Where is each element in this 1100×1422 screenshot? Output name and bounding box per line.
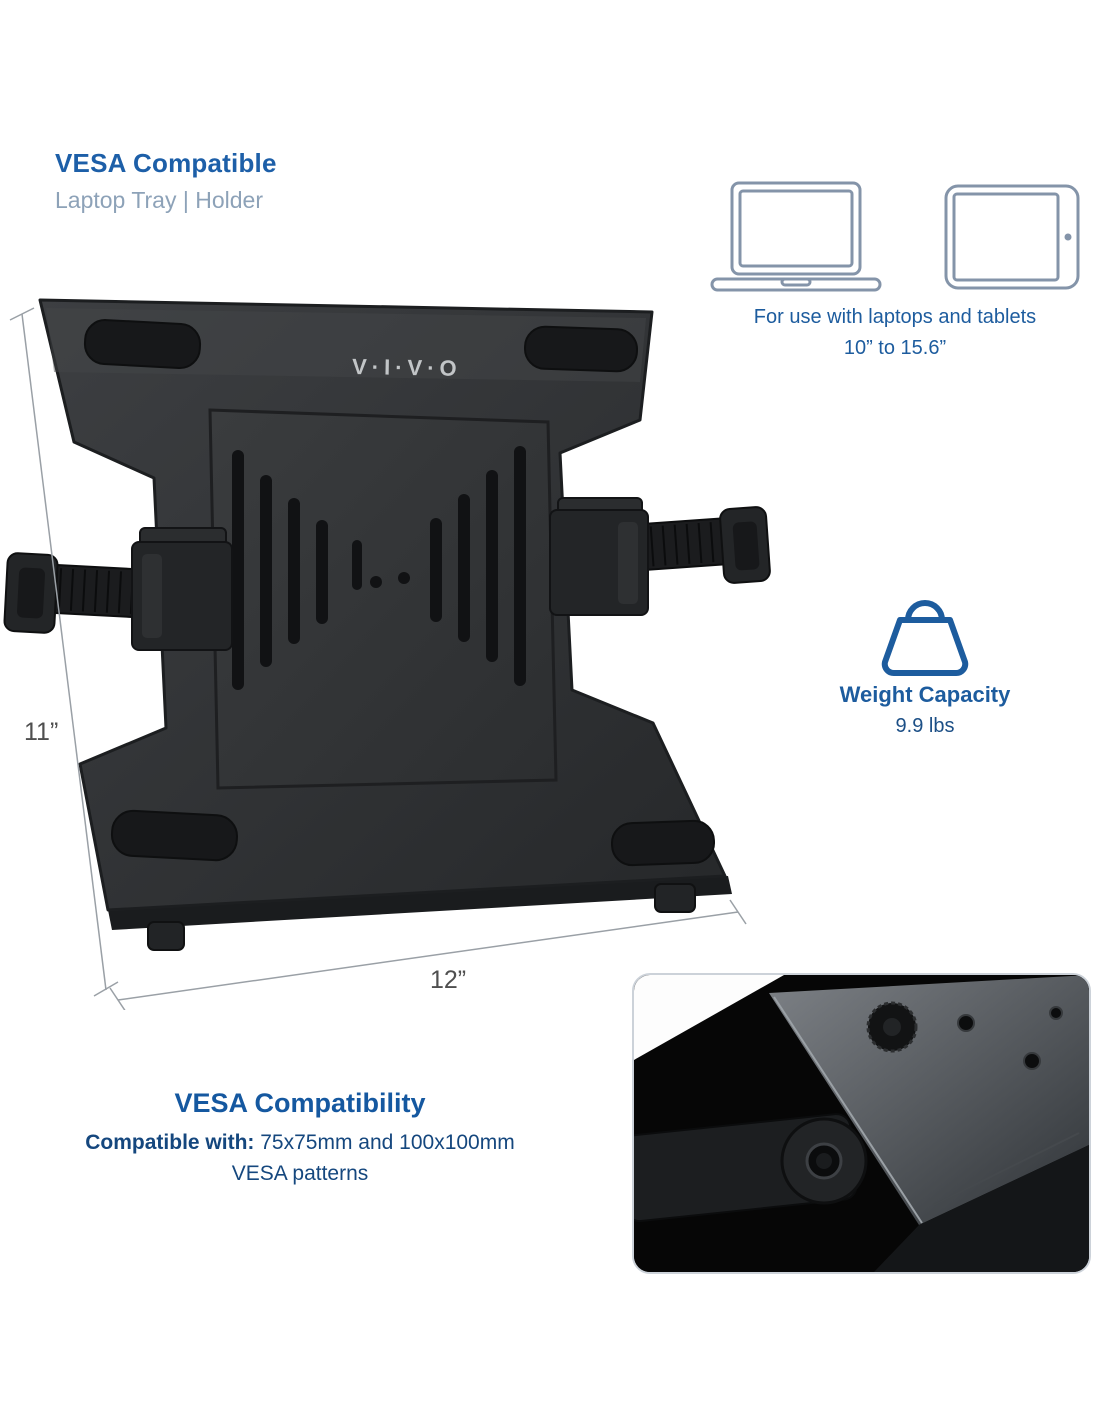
laptop-tray-photo: V·I·V·O xyxy=(3,298,771,1010)
tablet-icon xyxy=(938,180,1088,301)
device-note: For use with laptops and tablets 10” to … xyxy=(695,306,1095,360)
vesa-line1-bold: Compatible with: xyxy=(85,1131,255,1154)
weight-title: Weight Capacity xyxy=(839,682,1011,707)
dimension-lines xyxy=(9,307,747,1010)
bottom-hooks xyxy=(147,883,696,951)
page-subtitle: Laptop Tray | Holder xyxy=(55,187,263,213)
brand-logo: V·I·V·O xyxy=(352,354,462,381)
vesa-block: VESA Compatibility Compatible with: 75x7… xyxy=(60,1088,540,1186)
vesa-line1-rest: 75x75mm and 100x100mm xyxy=(254,1131,515,1154)
page-title: VESA Compatible xyxy=(55,148,277,178)
width-dimension-label: 12” xyxy=(430,966,467,994)
mount-closeup-photo xyxy=(632,973,1091,1274)
vesa-title: VESA Compatibility xyxy=(174,1088,426,1118)
height-dimension-label: 11” xyxy=(24,718,59,746)
vesa-slots xyxy=(232,446,526,690)
vesa-line1: Compatible with: 75x75mm and 100x100mm xyxy=(60,1131,540,1155)
laptop-icon xyxy=(702,178,890,301)
device-note-line1: For use with laptops and tablets xyxy=(753,306,1037,328)
strap-right xyxy=(637,506,771,584)
clamp-right xyxy=(549,497,649,616)
device-note-line2: 10” to 15.6” xyxy=(843,337,947,359)
rubber-pads xyxy=(83,319,716,867)
weight-value: 9.9 lbs xyxy=(895,715,955,737)
vesa-line2: VESA patterns xyxy=(231,1162,369,1185)
strap-left xyxy=(3,552,146,634)
header-block: VESA Compatible Laptop Tray | Holder xyxy=(55,148,277,214)
weight-icon xyxy=(872,588,978,685)
clamp-left xyxy=(131,527,233,651)
weight-block: Weight Capacity 9.9 lbs xyxy=(775,682,1075,738)
